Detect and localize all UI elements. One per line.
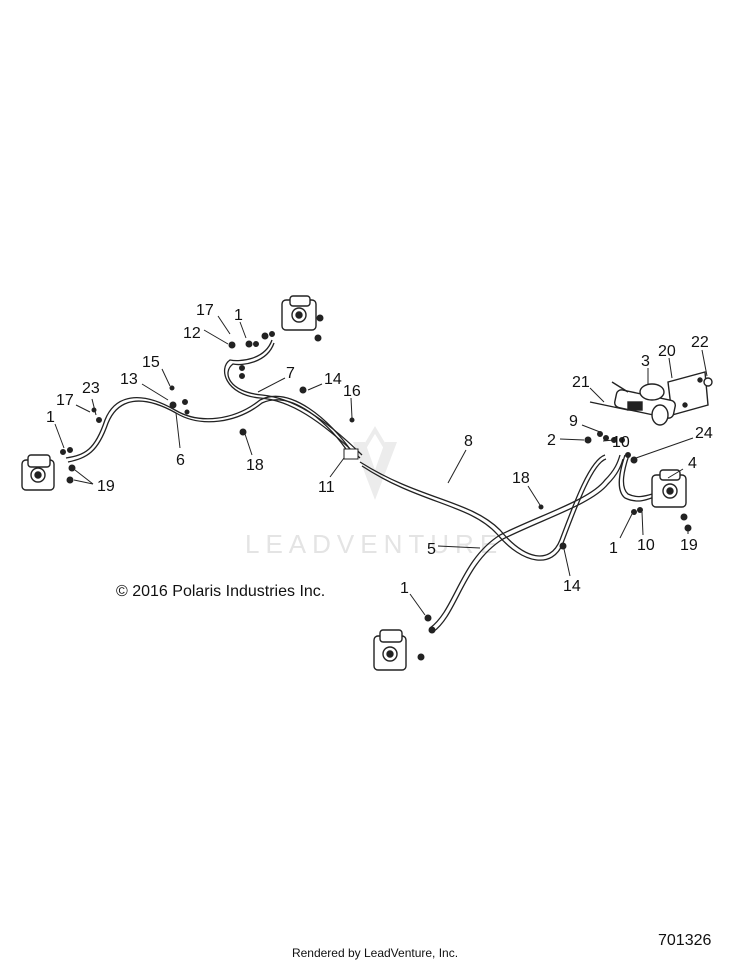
calipers xyxy=(21,295,687,671)
rendered-by-footer: Rendered by LeadVenture, Inc. xyxy=(291,946,459,960)
callout-5: 5 xyxy=(427,541,436,558)
leadventure-watermark: LEADVENTURE xyxy=(245,426,503,559)
callout-1: 1 xyxy=(234,307,243,324)
master-cylinder-assembly xyxy=(589,371,713,426)
brake-line-8 xyxy=(359,454,606,557)
bolt-21 xyxy=(589,401,629,411)
callout-14: 14 xyxy=(324,371,342,388)
callout-24: 24 xyxy=(695,425,713,442)
callout-11: 11 xyxy=(318,479,335,496)
callout-20: 20 xyxy=(658,343,676,360)
callout-13: 13 xyxy=(120,371,138,388)
callout-6: 6 xyxy=(176,452,185,469)
callout-10: 10 xyxy=(612,434,630,451)
leader-lines xyxy=(54,315,708,616)
callout-22: 22 xyxy=(691,334,709,351)
watermark-text: LEADVENTURE xyxy=(245,529,503,559)
callout-21: 21 xyxy=(572,374,590,391)
callout-15: 15 xyxy=(142,354,160,371)
callout-18-mid: 18 xyxy=(512,470,530,487)
callout-labels: 17 1 12 7 14 16 15 13 23 17 1 6 18 19 11… xyxy=(46,302,713,597)
callout-12: 12 xyxy=(183,325,201,342)
callout-10-lower: 10 xyxy=(637,537,655,554)
callout-17: 17 xyxy=(196,302,214,319)
callout-19-right: 19 xyxy=(680,537,698,554)
callout-3: 3 xyxy=(641,353,650,370)
callout-17-left: 17 xyxy=(56,392,74,409)
callout-1-rear: 1 xyxy=(400,580,409,597)
callout-4: 4 xyxy=(688,455,697,472)
caliper-rear xyxy=(373,629,407,671)
nut-22 xyxy=(703,377,713,387)
brake-line-5 xyxy=(429,454,621,629)
callout-18: 18 xyxy=(246,457,264,474)
callout-16: 16 xyxy=(343,383,361,400)
callout-8: 8 xyxy=(464,433,473,450)
callout-23: 23 xyxy=(82,380,100,397)
callout-1-right: 1 xyxy=(609,540,618,557)
callout-1-left: 1 xyxy=(46,409,55,426)
caliper-top xyxy=(281,295,317,331)
brake-line-6 xyxy=(65,395,353,459)
master-cylinder-3 xyxy=(614,383,676,426)
callout-9: 9 xyxy=(569,413,578,430)
document-number: 701326 xyxy=(658,932,712,949)
brake-lines xyxy=(65,339,661,633)
brake-line-7 xyxy=(224,339,361,459)
callout-14-mid: 14 xyxy=(563,578,581,595)
copyright-notice: © 2016 Polaris Industries Inc. xyxy=(116,583,326,600)
callout-7: 7 xyxy=(286,365,295,382)
callout-19: 19 xyxy=(97,478,115,495)
brake-line-4 xyxy=(618,454,661,502)
callout-2: 2 xyxy=(547,432,556,449)
caliper-right xyxy=(651,469,687,508)
caliper-left xyxy=(21,454,55,491)
